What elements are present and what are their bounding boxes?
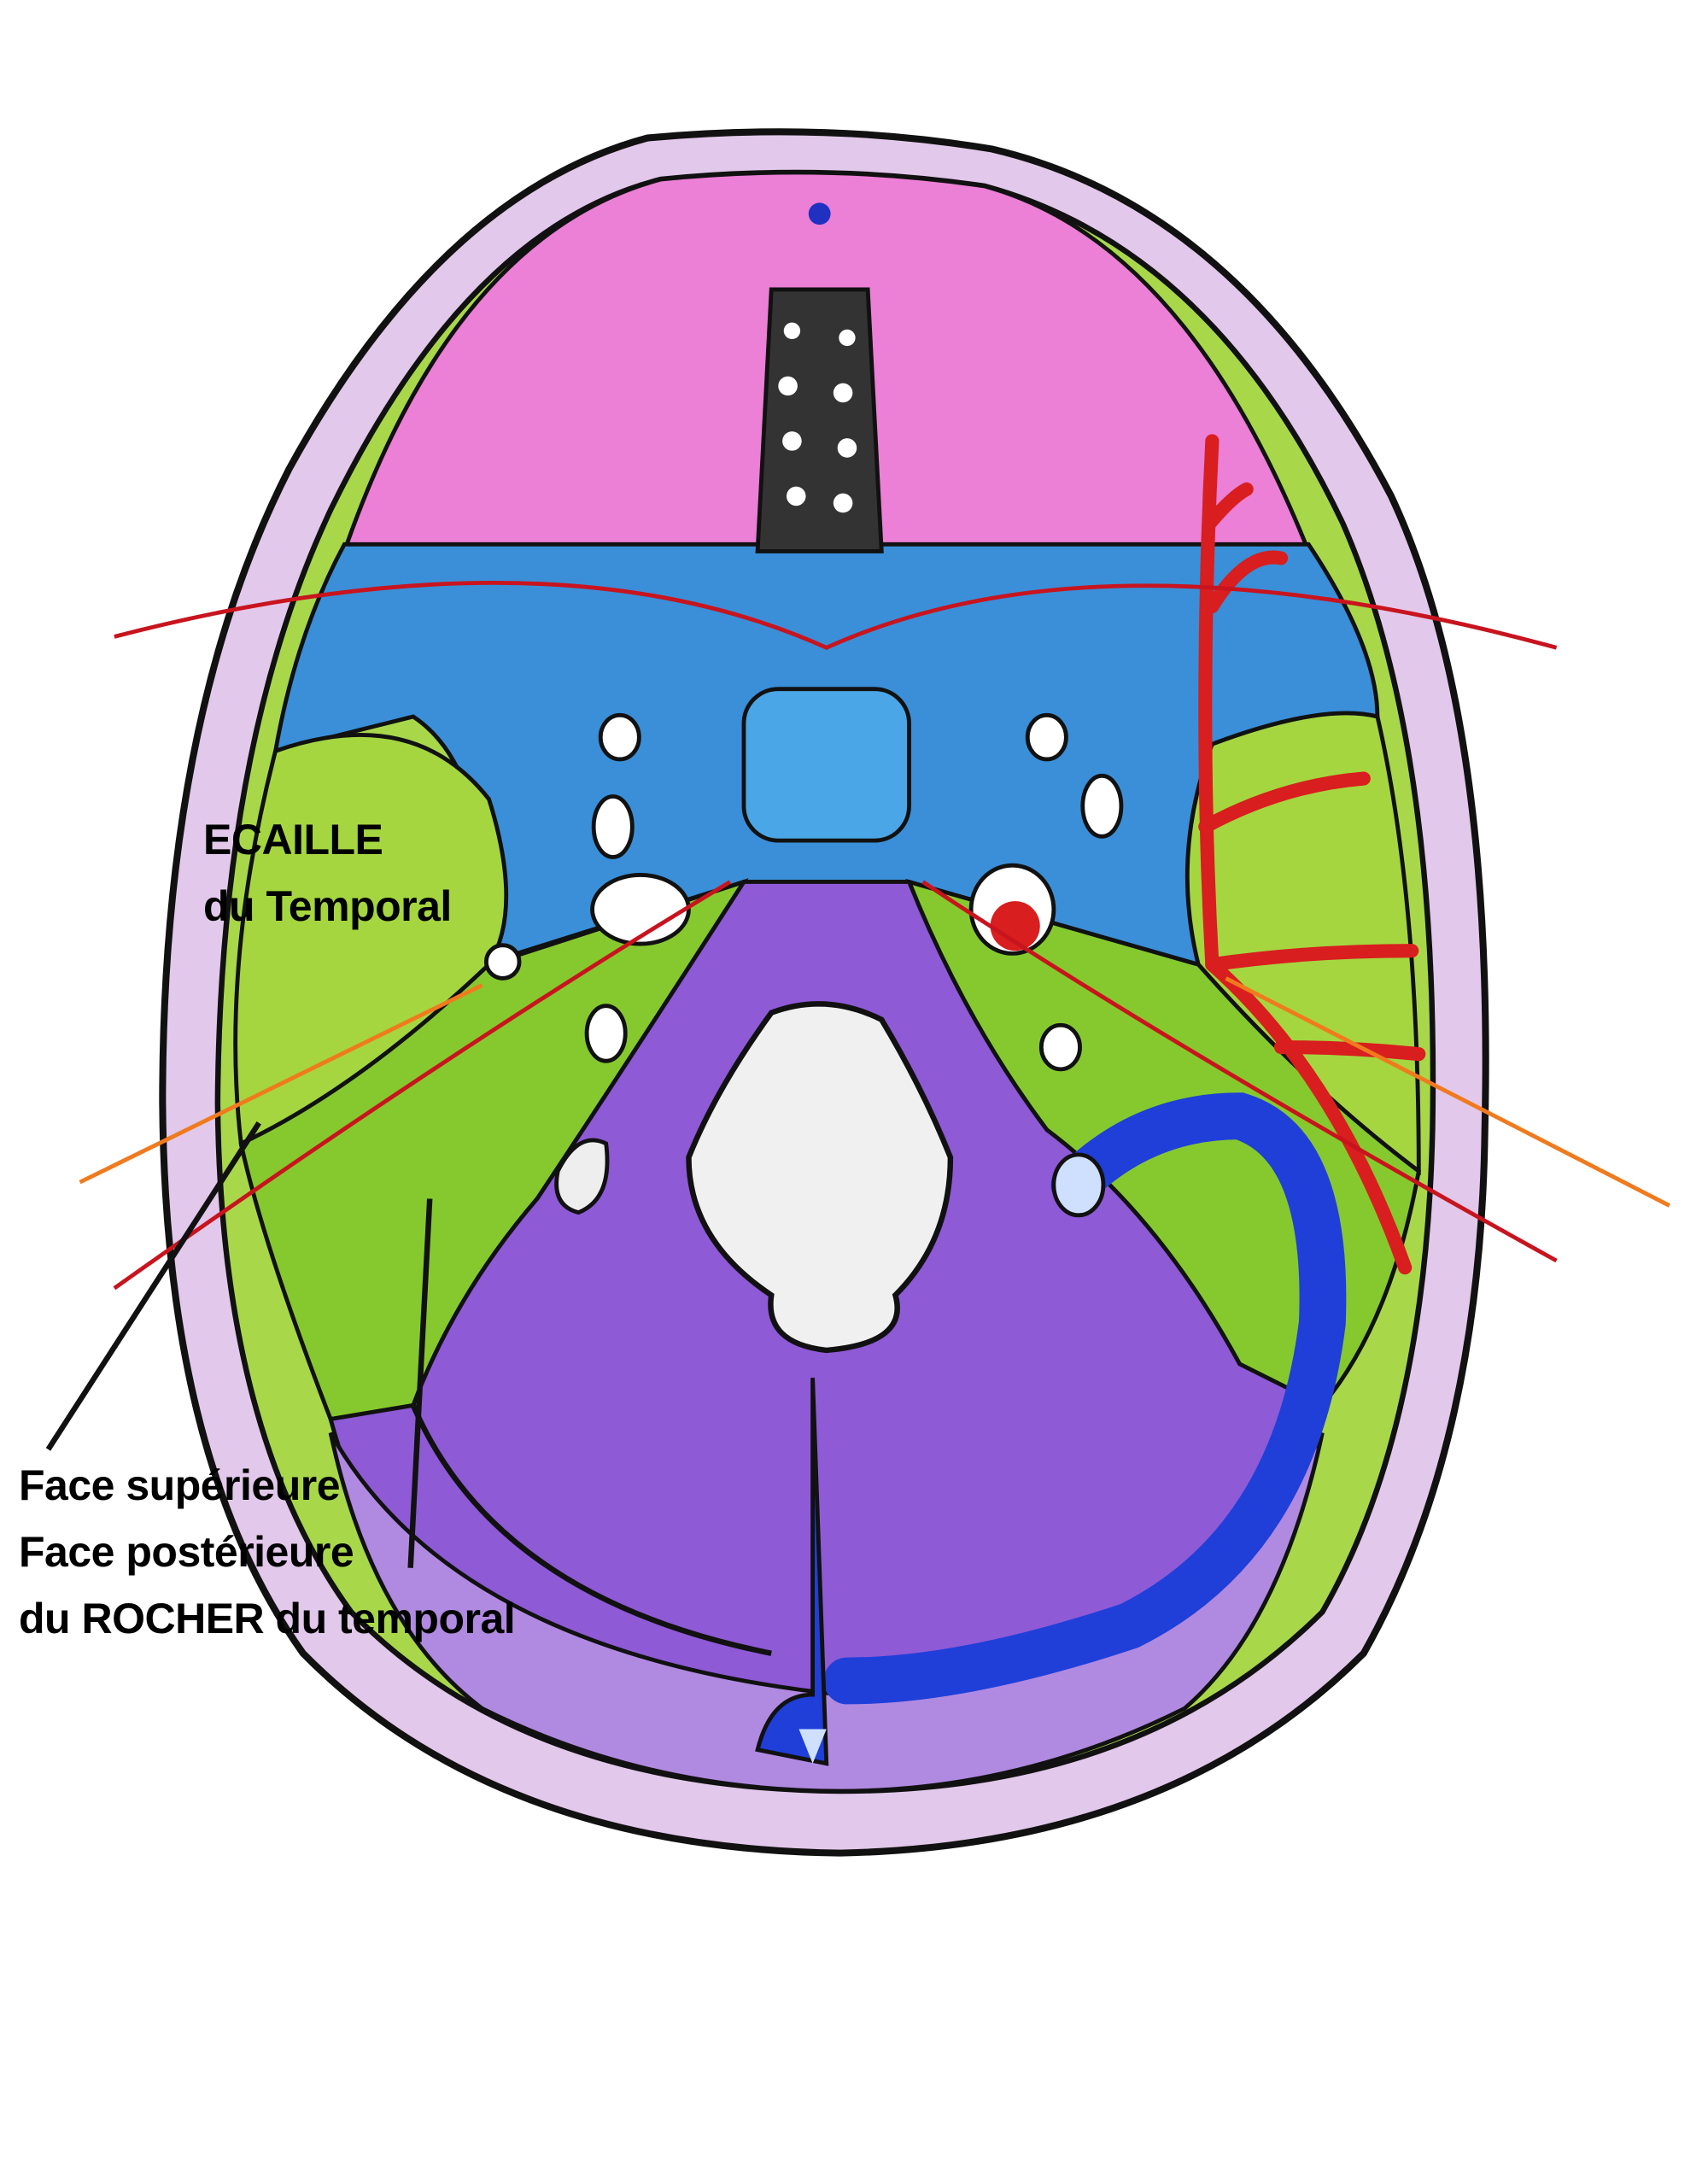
pointer-face-posterieure bbox=[407, 1198, 433, 1568]
illustration-detail bbox=[783, 322, 801, 340]
illustration-detail bbox=[1202, 482, 1254, 531]
straight-sinus bbox=[755, 1378, 829, 1766]
posterior-lower-band bbox=[328, 1431, 1325, 1794]
jugular-foramen-left bbox=[554, 1138, 610, 1215]
label-line: du ROCHER du temporal bbox=[19, 1595, 516, 1642]
red-guide-lower bbox=[113, 880, 1558, 1291]
label-line: Face supérieure bbox=[19, 1461, 341, 1509]
illustration-detail bbox=[833, 383, 853, 403]
illustration-detail bbox=[591, 794, 635, 859]
sigmoid-sinus bbox=[823, 1092, 1347, 1705]
middle-fossa-foramina bbox=[483, 712, 1124, 1072]
illustration-detail bbox=[1273, 1040, 1426, 1062]
illustration-detail bbox=[839, 329, 856, 347]
sella-turcica bbox=[741, 687, 911, 843]
red-guide-upper bbox=[114, 580, 1558, 650]
foramen-magnum bbox=[686, 1001, 954, 1354]
orange-line-left bbox=[79, 983, 483, 1185]
label-line: du Temporal bbox=[203, 882, 452, 930]
illustration-detail bbox=[786, 486, 806, 506]
foramen-caecum bbox=[808, 202, 831, 225]
pointer-face-superieure bbox=[45, 1121, 261, 1451]
illustration-detail bbox=[1205, 957, 1413, 1275]
orange-line-right bbox=[1225, 976, 1670, 1208]
illustration-detail bbox=[782, 431, 802, 451]
label-rocher-temporal: Face supérieure Face postérieure du ROCH… bbox=[19, 1452, 516, 1652]
illustration-detail bbox=[598, 712, 641, 762]
middle-meningeal-artery bbox=[1198, 434, 1426, 1275]
illustration-detail bbox=[1080, 773, 1124, 839]
jugular-foramen-right bbox=[1051, 1152, 1106, 1218]
illustration-detail bbox=[1205, 550, 1289, 613]
temporal-squama-right bbox=[1184, 711, 1421, 1176]
label-ecaille-temporal: ECAILLE du Temporal bbox=[203, 806, 452, 940]
illustration-detail bbox=[1205, 944, 1419, 972]
illustration-detail bbox=[1198, 771, 1371, 834]
cribriform-foramina bbox=[778, 322, 857, 513]
illustration-detail bbox=[833, 493, 853, 513]
illustration-detail bbox=[483, 943, 522, 981]
illustration-detail bbox=[778, 376, 798, 396]
carotid-canal bbox=[990, 901, 1040, 951]
cribriform-plate bbox=[755, 287, 884, 553]
illustration-detail bbox=[1038, 1022, 1082, 1072]
label-line: Face postérieure bbox=[19, 1528, 354, 1576]
transverse-sinus-left-band bbox=[410, 1404, 772, 1656]
confluence-of-sinuses bbox=[798, 1729, 827, 1764]
label-line: ECAILLE bbox=[203, 816, 383, 863]
illustration-detail bbox=[584, 1004, 628, 1063]
illustration-detail bbox=[1025, 712, 1068, 762]
illustration-detail bbox=[590, 873, 691, 946]
illustration-detail bbox=[837, 438, 857, 458]
